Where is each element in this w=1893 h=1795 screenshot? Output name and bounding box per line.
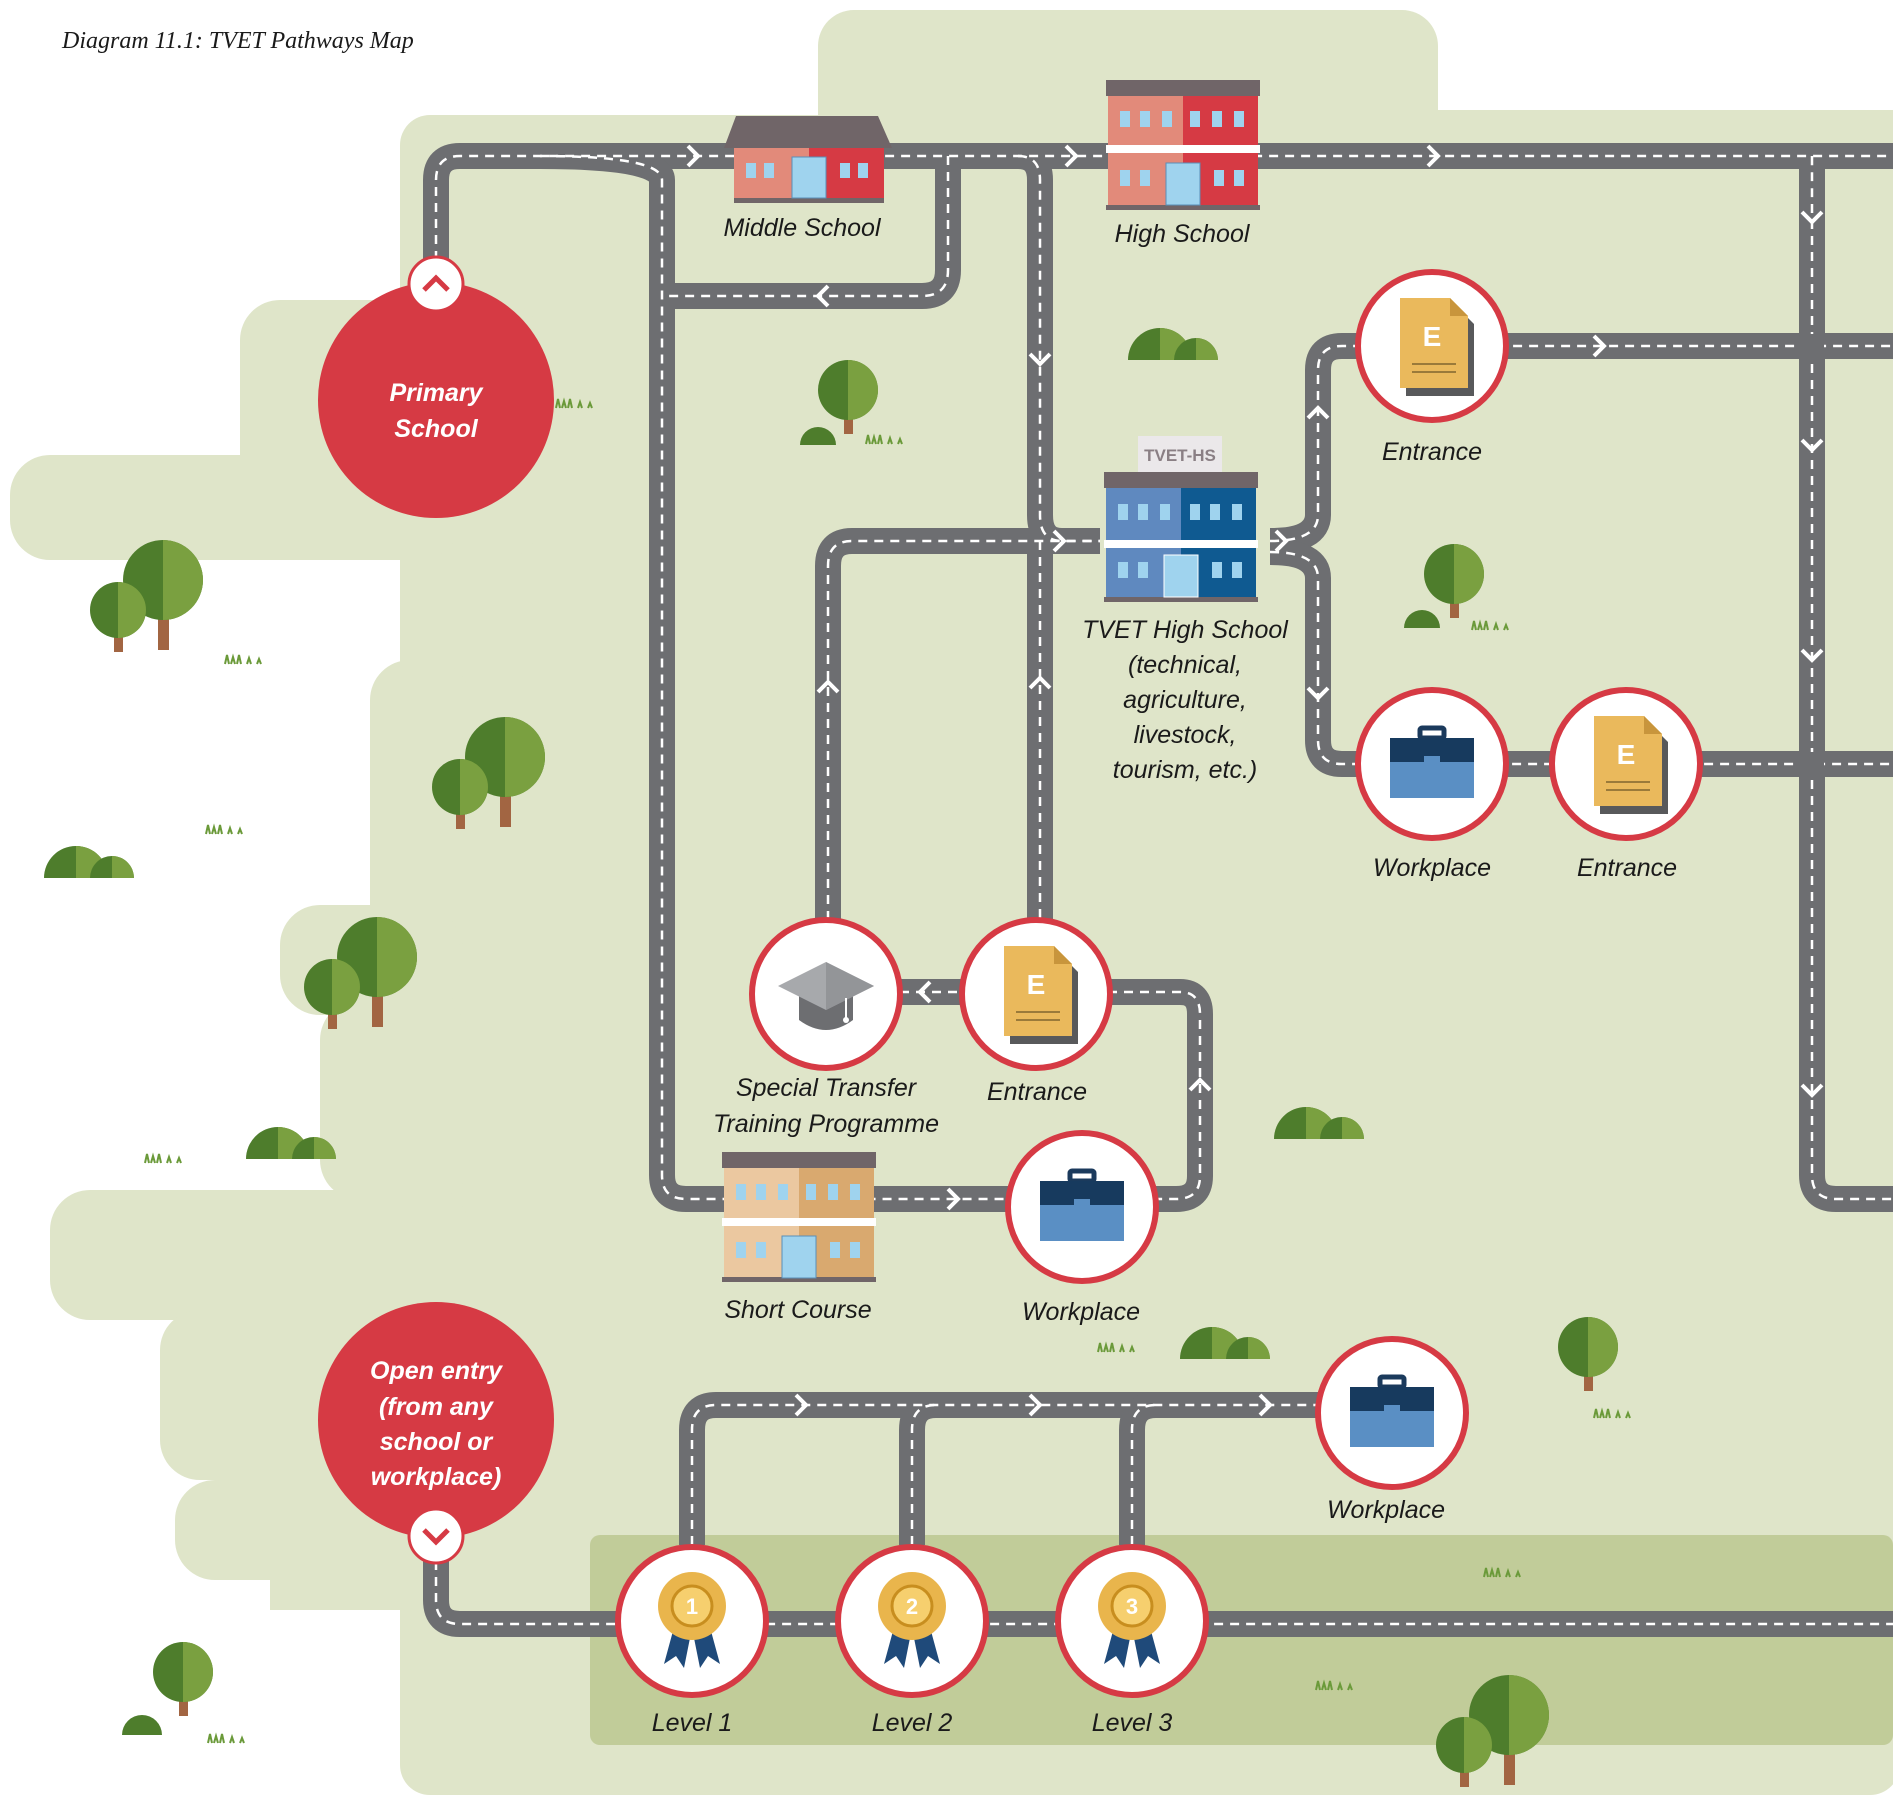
workplace-right-label: Workplace <box>1373 854 1491 882</box>
high-school-label: High School <box>1115 220 1251 248</box>
level-label: Level 3 <box>1092 1709 1173 1737</box>
short-course-label: Short Course <box>724 1296 871 1324</box>
scenery <box>44 328 1631 1787</box>
award-ribbon-icon: 3 <box>1098 1572 1166 1668</box>
entrance-letter: E <box>1617 739 1636 770</box>
entrance-mid-label: Entrance <box>987 1078 1087 1106</box>
level-2-node[interactable]: 2 Level 2 <box>835 1544 989 1737</box>
primary-school-label: Primary <box>389 379 483 407</box>
entrance-mid-node[interactable]: E Entrance <box>959 917 1113 1106</box>
road-network <box>423 143 1893 1637</box>
tvet-high-school-label: tourism, etc.) <box>1113 756 1257 784</box>
workplace-mid-label: Workplace <box>1022 1298 1140 1326</box>
briefcase-icon <box>1390 725 1474 798</box>
entrance-letter: E <box>1027 969 1046 1000</box>
entrance-letter: E <box>1423 321 1442 352</box>
tvet-high-school-label: livestock, <box>1134 721 1237 749</box>
open-entry-label: (from any <box>379 1393 494 1421</box>
workplace-bottom-label: Workplace <box>1327 1496 1445 1524</box>
school-building-icon <box>724 116 892 203</box>
middle-school-label: Middle School <box>723 214 881 242</box>
workplace-bottom-node[interactable]: Workplace <box>1315 1336 1469 1524</box>
primary-school-label: School <box>394 415 478 443</box>
school-building-icon: TVET-HS <box>1104 436 1258 602</box>
special-transfer-label: Training Programme <box>713 1110 939 1138</box>
entrance-exam-icon: E <box>1594 716 1668 814</box>
school-building-icon <box>722 1152 876 1282</box>
tvet-high-school-label: TVET High School <box>1082 616 1289 644</box>
level-label: Level 1 <box>652 1709 733 1737</box>
award-ribbon-icon: 1 <box>658 1572 726 1668</box>
workplace-mid-node[interactable]: Workplace <box>1005 1130 1159 1326</box>
level-number: 1 <box>686 1594 698 1619</box>
tvet-hs-sign: TVET-HS <box>1144 446 1216 465</box>
open-entry-label: workplace) <box>371 1463 502 1491</box>
bush-icon <box>44 846 134 878</box>
entrance-exam-icon: E <box>1400 298 1474 396</box>
briefcase-icon <box>1350 1374 1434 1447</box>
level-label: Level 2 <box>872 1709 953 1737</box>
chevron-up-icon <box>422 274 450 292</box>
entrance-right-node[interactable]: E Entrance <box>1549 687 1703 882</box>
tvet-high-school-node[interactable]: TVET-HS TVET High School (technical, agr… <box>1082 436 1289 784</box>
tvet-high-school-label: (technical, <box>1128 651 1242 679</box>
open-entry-node[interactable]: Open entry (from any school or workplace… <box>318 1302 554 1565</box>
tree-icon <box>153 1642 213 1716</box>
level-number: 3 <box>1126 1594 1138 1619</box>
high-school-node[interactable]: High School <box>1106 80 1260 248</box>
special-transfer-node[interactable]: Special Transfer Training Programme <box>713 917 939 1138</box>
level-number: 2 <box>906 1594 918 1619</box>
workplace-right-node[interactable]: Workplace <box>1355 687 1509 882</box>
qualification-band <box>590 1535 1893 1745</box>
briefcase-icon <box>1040 1168 1124 1241</box>
entrance-right-label: Entrance <box>1577 854 1677 882</box>
middle-school-node[interactable]: Middle School <box>723 116 892 242</box>
short-course-node[interactable]: Short Course <box>722 1152 876 1324</box>
entrance-exam-icon: E <box>1004 946 1078 1044</box>
level-3-node[interactable]: 3 Level 3 <box>1055 1544 1209 1737</box>
award-ribbon-icon: 2 <box>878 1572 946 1668</box>
entrance-top-node[interactable]: E Entrance <box>1355 269 1509 466</box>
school-building-icon <box>1106 80 1260 210</box>
tvet-high-school-label: agriculture, <box>1123 686 1247 714</box>
open-entry-label: school or <box>380 1428 494 1456</box>
entrance-top-label: Entrance <box>1382 438 1482 466</box>
diagram-title: Diagram 11.1: TVET Pathways Map <box>61 28 414 54</box>
special-transfer-label: Special Transfer <box>736 1074 918 1102</box>
open-entry-label: Open entry <box>370 1357 503 1385</box>
graduation-cap-icon <box>778 962 874 1030</box>
level-1-node[interactable]: 1 Level 1 <box>615 1544 769 1737</box>
chevron-down-icon <box>422 1528 450 1546</box>
primary-school-node[interactable]: Primary School <box>318 255 554 518</box>
